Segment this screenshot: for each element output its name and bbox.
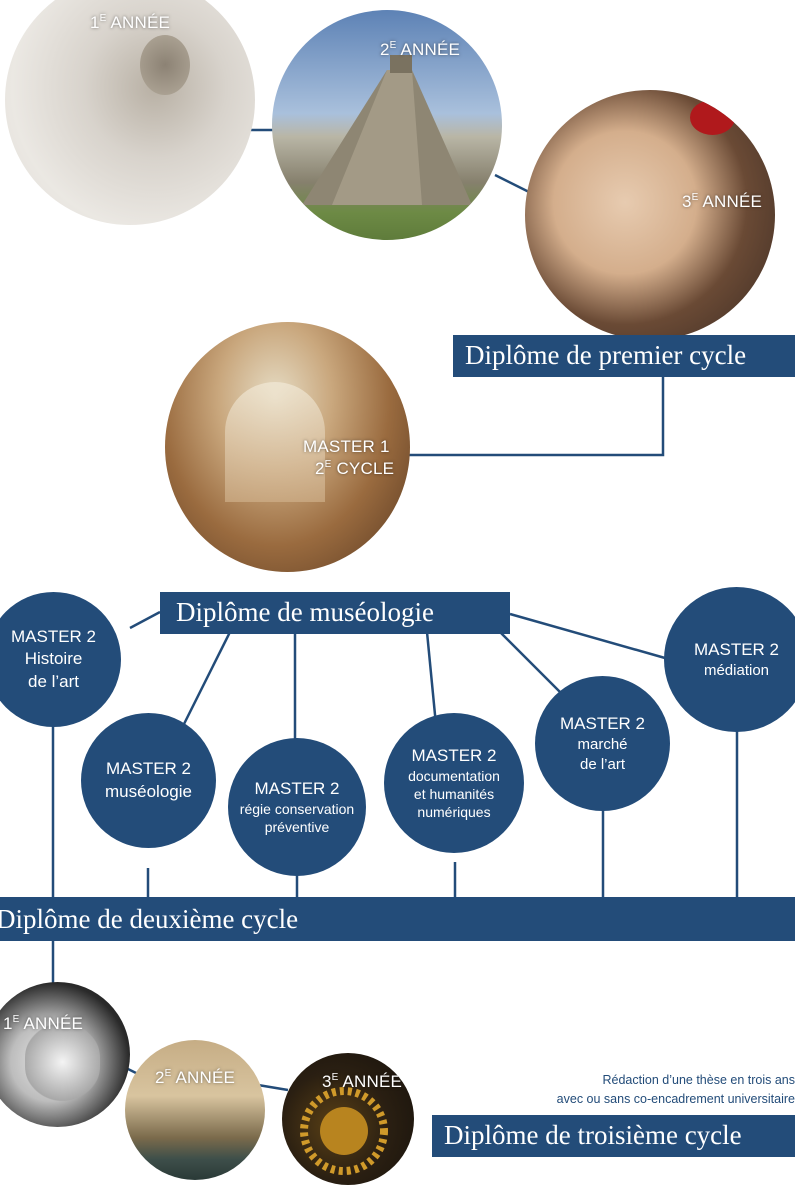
master1-photo-circle: MASTER 1 2E CYCLE	[165, 322, 410, 572]
thesis-note-line2: avec ou sans co-encadrement universitair…	[556, 1091, 795, 1106]
museology-diploma-bar: Diplôme de muséologie	[160, 592, 510, 634]
master2-line: préventive	[264, 819, 330, 836]
master2-line: médiation	[703, 661, 770, 679]
master2-title: MASTER 2	[10, 627, 97, 647]
crystal-bottle-image	[25, 1022, 100, 1102]
master2-line: de l’art	[27, 671, 80, 691]
master2-line: Histoire	[24, 649, 83, 669]
thesis-note: Rédaction d’une thèse en trois ans avec …	[557, 1071, 795, 1109]
gallery-arches-image	[225, 382, 325, 502]
doctorate-year1-label: 1E ANNÉE	[3, 1014, 84, 1033]
master2-line: documentation	[408, 767, 500, 784]
year3-photo-circle: 3E ANNÉE	[525, 90, 775, 340]
year1-label: 1E ANNÉE	[90, 13, 171, 32]
master2-art-history-circle: MASTER 2 Histoire de l’art	[0, 592, 121, 727]
master2-line: numériques	[417, 804, 491, 821]
master2-line: marché	[577, 736, 628, 754]
year2-photo-circle: 2E ANNÉE	[272, 10, 502, 240]
year1-photo-circle: 1E ANNÉE	[5, 0, 255, 225]
doctorate-year3-photo-circle: 3E ANNÉE	[282, 1053, 414, 1185]
master1-label-line1: MASTER 1	[303, 437, 390, 456]
master2-mediation-circle: MASTER 2 médiation	[664, 587, 795, 732]
pyramid-image	[302, 55, 472, 205]
master2-line: muséologie	[105, 781, 192, 801]
master2-museology-circle: MASTER 2 muséologie	[81, 713, 216, 848]
master2-title: MASTER 2	[411, 745, 497, 765]
second-cycle-diploma-bar: Diplôme de deuxième cycle	[0, 897, 795, 941]
master2-title: MASTER 2	[254, 778, 340, 798]
master2-preventive-conservation-circle: MASTER 2 régie conservation préventive	[228, 738, 366, 876]
doctorate-year1-photo-circle: 1E ANNÉE	[0, 982, 130, 1127]
master2-art-market-circle: MASTER 2 marché de l’art	[535, 676, 670, 811]
master2-documentation-circle: MASTER 2 documentation et humanités numé…	[384, 713, 524, 853]
master1-label-line2: 2E CYCLE	[315, 459, 395, 478]
third-cycle-diploma-bar: Diplôme de troisième cycle	[432, 1115, 795, 1157]
thesis-note-line1: Rédaction d’une thèse en trois ans	[602, 1073, 795, 1087]
lamassu-relief-image	[140, 35, 190, 95]
year3-label: 3E ANNÉE	[682, 192, 763, 211]
doctorate-year2-label: 2E ANNÉE	[155, 1068, 236, 1087]
doctorate-year2-photo-circle: 2E ANNÉE	[125, 1040, 265, 1180]
doctorate-year3-label: 3E ANNÉE	[322, 1072, 403, 1091]
portrait-hair-flower	[690, 100, 735, 135]
master2-title: MASTER 2	[559, 713, 646, 733]
gold-lion-image	[300, 1087, 388, 1175]
first-cycle-diploma-bar: Diplôme de premier cycle	[453, 335, 795, 377]
master2-line: et humanités	[413, 785, 495, 802]
master2-line: de l’art	[579, 755, 626, 773]
master2-title: MASTER 2	[693, 639, 780, 659]
master2-line: régie conservation	[239, 800, 355, 817]
year2-label: 2E ANNÉE	[380, 40, 461, 59]
master2-title: MASTER 2	[105, 759, 192, 779]
